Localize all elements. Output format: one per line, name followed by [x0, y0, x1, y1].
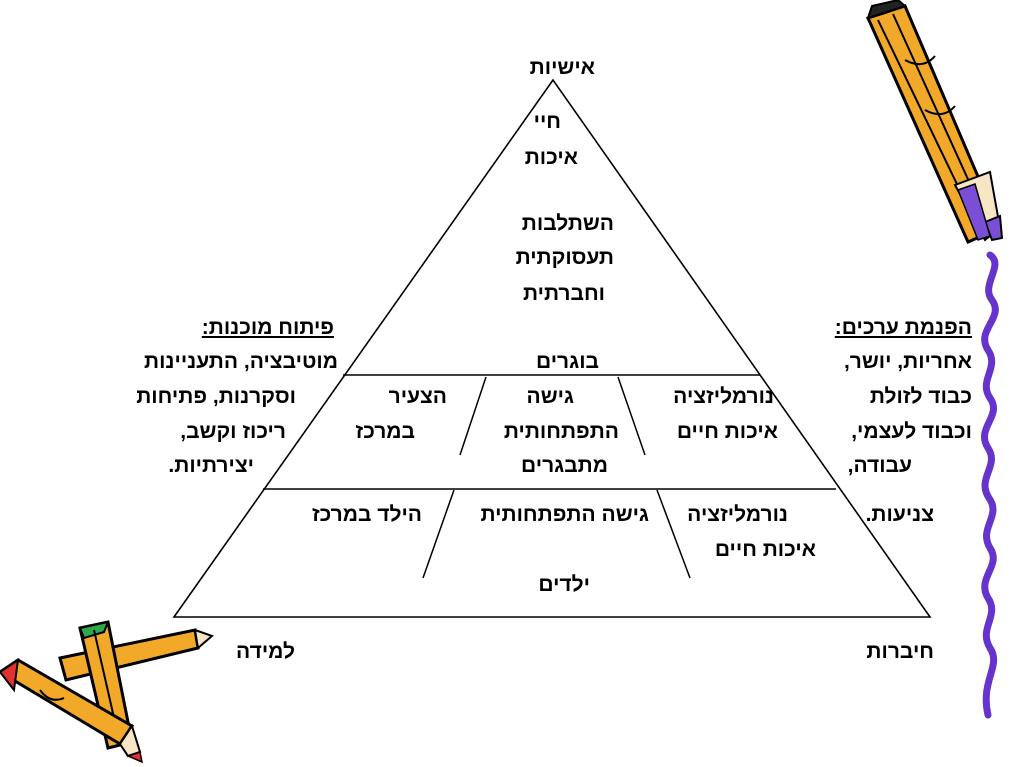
- left-heading: פיתוח מוכנות:: [202, 316, 334, 340]
- right-line-1: אחריות, יושר,: [844, 350, 972, 374]
- left-line-1: מוטיבציה, התעניינות: [144, 350, 338, 374]
- apex-line-4: תעסוקתית: [516, 246, 614, 270]
- right-line-2: כבוד לזולת: [870, 385, 972, 409]
- right-line-3: וכבוד לעצמי,: [851, 420, 972, 444]
- separator-adults-right: [618, 377, 645, 455]
- separator-children-right: [657, 490, 690, 578]
- children-right-line-1: נורמליזציה: [687, 503, 788, 527]
- right-line-4: עבודה,: [848, 454, 912, 478]
- adults-left-line-1: הצעיר: [389, 385, 447, 409]
- adults-title: בוגרים: [536, 350, 599, 374]
- adults-mid-line-2: התפתחותית: [504, 420, 619, 444]
- left-line-4: יצירתיות.: [168, 454, 254, 478]
- apex-line-2: איכות: [525, 146, 578, 170]
- left-line-2: וסקרנות, פתיחות: [136, 385, 296, 409]
- children-title: ילדים: [538, 573, 590, 597]
- apex-line-3: השתלבות: [522, 212, 614, 236]
- separator-adults-left: [460, 377, 486, 455]
- base-left-label: למידה: [236, 640, 295, 664]
- adults-right-line-2: איכות חיים: [677, 420, 778, 444]
- adults-left-line-2: במרכז: [356, 420, 415, 444]
- apex-line-5: וחברתית: [523, 282, 605, 306]
- adults-mid-line-1: גישה: [527, 385, 575, 409]
- children-left: הילד במרכז: [312, 503, 422, 527]
- base-right-label: חיברות: [866, 640, 934, 664]
- children-right-line-2: איכות חיים: [715, 538, 816, 562]
- squiggle-decoration: [984, 255, 995, 715]
- children-mid: גישה התפתחותית: [481, 503, 649, 527]
- pencil-bottom-left-icon: [0, 622, 212, 762]
- pencil-top-right-icon: [868, 0, 1002, 242]
- apex-line-1: חיי: [534, 110, 561, 134]
- right-heading: הפנמת ערכים:: [835, 316, 972, 340]
- apex-title: אישיות: [530, 56, 595, 80]
- adults-mid-line-3: מתבגרים: [521, 454, 608, 478]
- separator-children-left: [423, 490, 454, 578]
- adults-right-line-1: נורמליזציה: [673, 385, 774, 409]
- left-line-3: ריכוז וקשב,: [180, 420, 286, 444]
- right-line-5: צניעות.: [866, 503, 934, 527]
